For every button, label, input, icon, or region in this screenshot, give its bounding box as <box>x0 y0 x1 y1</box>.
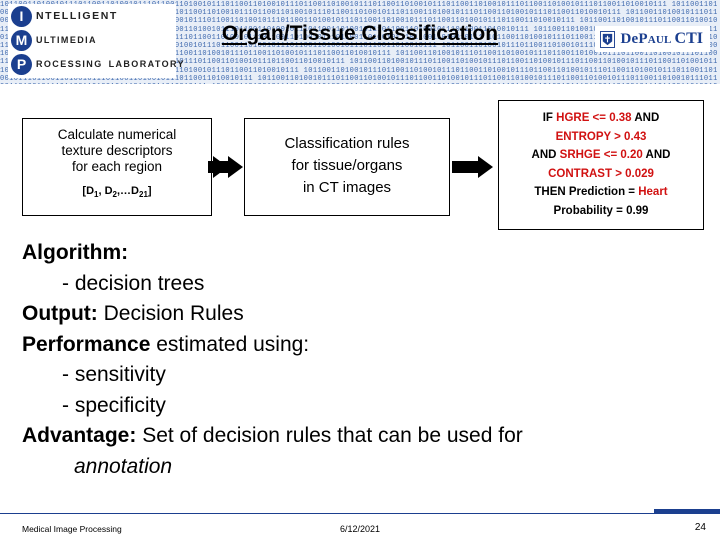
output-label: Output: <box>22 302 98 325</box>
arrow-body-2 <box>452 161 480 173</box>
depaul-shield-icon <box>600 30 616 48</box>
cti-wordmark: CTI <box>674 30 703 47</box>
imp-lab-logo: I NTELLIGENT M ULTIMEDIA P ROCESSING LAB… <box>8 4 184 78</box>
logo-word-multimedia: ULTIMEDIA <box>36 35 97 45</box>
flow-box2-line1: Classification rules <box>284 135 410 152</box>
algorithm-line: Algorithm: <box>22 238 682 269</box>
rule-line-1: IF HGRE <= 0.38 AND <box>499 109 703 128</box>
algorithm-label: Algorithm: <box>22 241 129 264</box>
rule-3-accent: SRHGE <= 0.20 <box>559 149 643 161</box>
rule-3-suffix: AND <box>642 149 671 161</box>
footer-page-number: 24 <box>694 522 706 533</box>
header-band: 1011001101001011101100110100101110110011… <box>0 0 720 84</box>
logo-word-processing: ROCESSING <box>36 59 103 69</box>
rule-line-3: AND SRHGE <= 0.20 AND <box>499 146 703 165</box>
footer-date: 6/12/2021 <box>339 524 381 534</box>
depaul-de: De <box>620 30 639 47</box>
output-value: Decision Rules <box>97 302 244 325</box>
arrow-head-1b <box>228 156 243 178</box>
logo-letter-p: P <box>11 53 32 75</box>
arrow-body-1 <box>208 161 230 173</box>
algorithm-item: - decision trees <box>62 271 205 295</box>
body-content: Algorithm: - decision trees Output: Deci… <box>22 238 682 482</box>
logo-row-processing: P ROCESSING LABORATORY <box>11 52 184 76</box>
logo-word-intelligent: NTELLIGENT <box>36 10 118 22</box>
page-title: Organ/Tissue Classification <box>221 22 499 45</box>
performance-label: Performance <box>22 332 151 356</box>
footer-divider <box>0 513 720 514</box>
rule-5-prefix: THEN Prediction = <box>534 186 639 198</box>
logo-word-laboratory: LABORATORY <box>108 59 185 69</box>
advantage-label: Advantage: <box>22 424 137 447</box>
flow-box1-line1: Calculate numerical <box>57 127 177 142</box>
rule-1-prefix: IF <box>542 112 557 124</box>
advantage-continuation: annotation <box>74 454 173 478</box>
rule-2-accent: ENTROPY > 0.43 <box>555 130 647 143</box>
rule-1-accent: HGRE <= 0.38 <box>556 112 632 124</box>
depaul-wordmark: DePAUL <box>620 31 671 48</box>
rule-line-6: Probability = 0.99 <box>553 204 649 217</box>
advantage-value: Set of decision rules that can be used f… <box>136 424 523 447</box>
logo-row-multimedia: M ULTIMEDIA <box>11 28 176 52</box>
advantage-line: Advantage: Set of decision rules that ca… <box>22 421 682 452</box>
rule-1-suffix: AND <box>631 112 660 124</box>
depaul-aul: AUL <box>647 33 672 46</box>
rule-5-accent: Heart <box>638 186 668 198</box>
output-line: Output: Decision Rules <box>22 299 682 330</box>
rule-line-4: CONTRAST > 0.029 <box>499 165 703 184</box>
rule-4-accent: CONTRAST > 0.029 <box>548 167 654 180</box>
flow-box-rule-example: IF HGRE <= 0.38 AND ENTROPY > 0.43 AND S… <box>498 100 704 230</box>
flow-box2-line3: in CT images <box>302 179 392 196</box>
rule-line-2: ENTROPY > 0.43 <box>499 128 703 147</box>
flow-box1-descriptors: [D1, D2,…D21] <box>82 185 152 200</box>
depaul-p: P <box>638 30 648 47</box>
logo-letter-m: M <box>11 29 32 51</box>
performance-value: estimated using: <box>150 332 310 356</box>
perf-item-sensitivity: - sensitivity <box>62 363 166 386</box>
flow-box1-line3: for each region <box>71 159 163 174</box>
footer-left-text: Medical Image Processing <box>22 524 122 534</box>
depaul-cti-logo: DePAUL CTI <box>595 26 710 52</box>
flow-box-descriptors: Calculate numerical texture descriptors … <box>22 118 212 216</box>
flow-box1-text: Calculate numerical texture descriptors … <box>23 119 211 175</box>
rule-3-prefix: AND <box>531 149 560 161</box>
perf-item-specificity: - specificity <box>62 393 166 417</box>
performance-line: Performance estimated using: <box>22 330 682 361</box>
flow-box1-line2: texture descriptors <box>61 143 173 158</box>
logo-row-intelligent: I NTELLIGENT <box>11 4 176 28</box>
flow-box-rules: Classification rules for tissue/organs i… <box>244 118 450 216</box>
logo-letter-i: I <box>11 5 32 27</box>
arrow-head-2 <box>478 156 493 178</box>
flow-box2-text: Classification rules for tissue/organs i… <box>245 119 449 199</box>
footer-accent-bar <box>654 509 720 514</box>
rule-line-5: THEN Prediction = Heart <box>499 183 703 202</box>
binary-background: 1011001101001011101100110100101110110011… <box>0 1 718 84</box>
flow-box2-line2: for tissue/organs <box>291 157 403 174</box>
